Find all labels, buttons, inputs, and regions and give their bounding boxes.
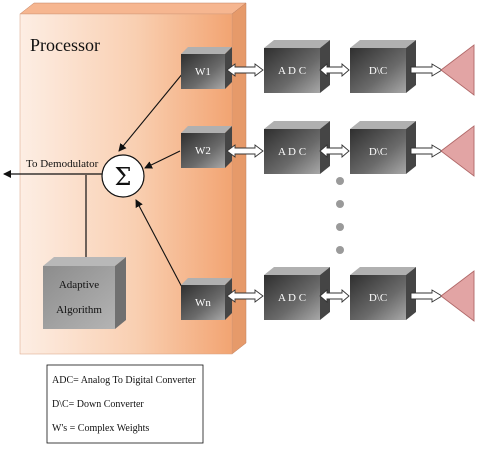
- dc-box-1: D\C: [350, 40, 416, 93]
- arrow-icon: [410, 144, 443, 158]
- adc-label-2: A D C: [278, 146, 306, 158]
- adaptive-label-line2: Algorithm: [56, 304, 102, 316]
- weight-box-w1: W1: [181, 47, 232, 89]
- wn-to-summer-arrow: [135, 199, 185, 292]
- weight-label-w1: W1: [195, 66, 211, 78]
- adc-label-1: A D C: [278, 65, 306, 77]
- ellipsis-dots-icon: [336, 177, 344, 254]
- antenna-icon: [440, 270, 475, 322]
- w1-to-summer-arrow: [118, 72, 184, 152]
- double-arrow-icon: [226, 63, 264, 77]
- chain-n: Wn A D C D\C: [181, 267, 475, 322]
- legend-item-dc: D\C= Down Converter: [52, 399, 144, 410]
- chain-2: W2 A D C D\C: [181, 121, 475, 177]
- double-arrow-icon: [319, 144, 350, 158]
- double-arrow-icon: [319, 63, 350, 77]
- double-arrow-icon: [226, 144, 264, 158]
- dc-label-n: D\C: [369, 292, 387, 304]
- adc-box-n: A D C: [264, 267, 330, 320]
- legend-box: ADC= Analog To Digital Converter D\C= Do…: [46, 364, 204, 444]
- summer-node: Σ: [101, 154, 145, 198]
- arrow-icon: [410, 289, 443, 303]
- double-arrow-icon: [319, 289, 350, 303]
- weight-box-w2: W2: [181, 126, 232, 168]
- output-label: To Demodulator: [26, 158, 99, 170]
- antenna-icon: [440, 125, 475, 177]
- legend-item-adc: ADC= Analog To Digital Converter: [52, 375, 196, 386]
- dc-label-2: D\C: [369, 146, 387, 158]
- adaptive-label-line1: Adaptive: [59, 279, 99, 291]
- sigma-icon: Σ: [115, 163, 132, 191]
- arrow-icon: [410, 63, 443, 77]
- adc-label-n: A D C: [278, 292, 306, 304]
- dc-label-1: D\C: [369, 65, 387, 77]
- adc-box-1: A D C: [264, 40, 330, 93]
- weight-box-wn: Wn: [181, 278, 232, 320]
- adaptive-algorithm-block: Adaptive Algorithm: [43, 257, 126, 329]
- legend-item-weights: W's = Complex Weights: [52, 423, 149, 434]
- weight-label-wn: Wn: [195, 297, 211, 309]
- chain-1: W1 A D C D\C: [181, 40, 475, 96]
- dc-box-n: D\C: [350, 267, 416, 320]
- dc-box-2: D\C: [350, 121, 416, 174]
- w2-to-summer-arrow: [144, 150, 181, 169]
- weight-label-w2: W2: [195, 145, 211, 157]
- antenna-icon: [440, 44, 475, 96]
- adc-box-2: A D C: [264, 121, 330, 174]
- processor-title: Processor: [30, 35, 100, 55]
- double-arrow-icon: [226, 289, 264, 303]
